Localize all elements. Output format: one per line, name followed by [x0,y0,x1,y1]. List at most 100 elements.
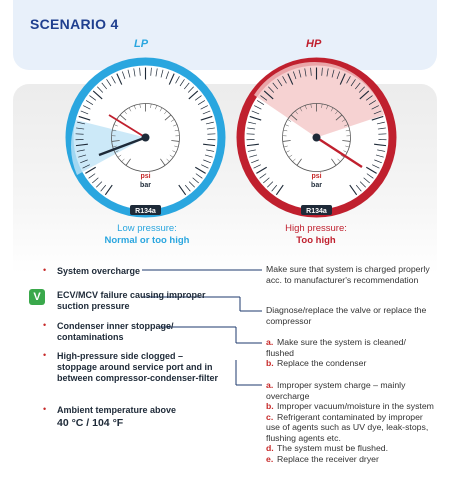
lp-psi-unit: psi [140,173,150,180]
gauge-tick [251,159,259,164]
gauge-tick [206,127,215,130]
hp-refrigerant-tag [301,205,332,215]
gauge-tick [112,145,117,148]
cause-3: Condenser inner stoppage/ contaminations [57,321,174,342]
gauge-tick [104,184,113,196]
gauge-tick [247,149,256,152]
gauge-tick [113,124,118,127]
hp-gauge-label: HP [306,38,322,50]
gauge-tick [179,79,185,87]
gauge-tick [287,73,294,85]
gauge-tick [83,105,91,110]
gauge-tick [371,115,384,121]
gauge-tick [78,115,91,121]
cause-5-temperature: 40 °C / 104 °F [57,417,124,429]
gauge-tick [259,173,267,179]
gauge-tick [96,181,103,188]
gauge-tick [344,124,349,127]
lp-gauge-label: LP [134,38,149,50]
gauge-tick [326,68,329,77]
gauge-tick [354,82,361,90]
gauge-tick [127,69,131,78]
gauge-tick [260,95,268,101]
gauge-tick [365,95,373,101]
gauge-tick [82,164,90,169]
gauge-tick [358,86,365,93]
gauge-tick [128,107,132,112]
gauge-tick [341,119,346,122]
gauge-tick [249,154,258,158]
gauge-tick [339,73,346,85]
gauge-tick [170,119,175,122]
lp-caption-line1: Low pressure: [117,223,177,234]
gauge-tick [248,121,257,125]
lp-inner-ticks [111,103,180,166]
cause-5: Ambient temperature above 40 °C / 104 °F [57,405,227,430]
lp-refrigerant-tag [130,205,161,215]
lp-gauge: psi bar R134a [65,57,226,218]
cause-4: High-pressure side clogged – stoppage ar… [57,351,219,383]
gauge-tick [285,150,290,153]
gauge-tick [200,115,213,121]
gauge-tick [345,145,350,148]
lp-needle-hub [141,133,150,142]
gauge-tick [188,181,195,188]
lp-bar-unit: bar [140,182,151,189]
gauge-tick [246,143,259,147]
gauge-tick [155,105,157,110]
lp-caption: Low pressure: Normal or too high [77,223,217,247]
gauge-tick [200,105,208,110]
hp-outer-scale [246,67,387,196]
gauge-tick [134,105,136,110]
gauge-tick [194,95,202,101]
gauge-tick [92,177,99,184]
gauge-tick [355,184,362,192]
gauge-tick [203,159,211,164]
gauge-tick [203,143,216,147]
gauge-tick [256,100,265,105]
gauge-tick [330,107,334,112]
gauge-tick [150,103,152,108]
gauge-tick [76,127,85,130]
gauge-tick [271,184,278,192]
gauge-tick [112,129,117,132]
gauge-tick [121,71,126,80]
gauge-tick [155,68,158,77]
gauge-tick [376,121,385,125]
gauge-tick [368,100,377,105]
hp-caption-line2: Too high [296,235,336,246]
gauge-tick [331,158,337,166]
gauge-tick [187,86,194,93]
hp-gauge: psi bar R134a [236,57,397,218]
gauge-tick [249,115,262,121]
gauge-tick [359,181,366,188]
gauge-tick [205,121,214,125]
hp-red-zone [254,61,384,138]
gauge-tick [275,184,284,196]
gauge-tick [254,105,262,110]
gauge-tick [92,90,103,100]
gauge-tick [78,154,87,158]
gauge-tick [150,67,152,76]
gauge-tick [114,150,119,153]
gauge-tick [111,76,116,84]
gauge-tick [366,173,374,179]
solution-4d: d.The system must be flushed. [266,443,389,453]
gauge-tick [85,166,96,174]
gauge-tick [263,90,274,100]
gauge-tick [76,149,85,152]
gauge-tick [375,154,384,158]
gauge-tick [88,173,96,179]
hp-bar-unit: bar [311,182,322,189]
gauge-tick [342,140,351,142]
gauge-tick [345,129,350,132]
hp-psi-unit: psi [311,173,321,180]
gauge-tick [272,82,279,90]
solution-4e: e.Replace the receiver dryer [266,453,379,464]
lp-caption-line2: Normal or too high [104,235,190,246]
gauge-tick [363,177,370,184]
gauge-tick [263,177,270,184]
gauge-tick [121,158,125,162]
gauge-tick [296,158,302,166]
